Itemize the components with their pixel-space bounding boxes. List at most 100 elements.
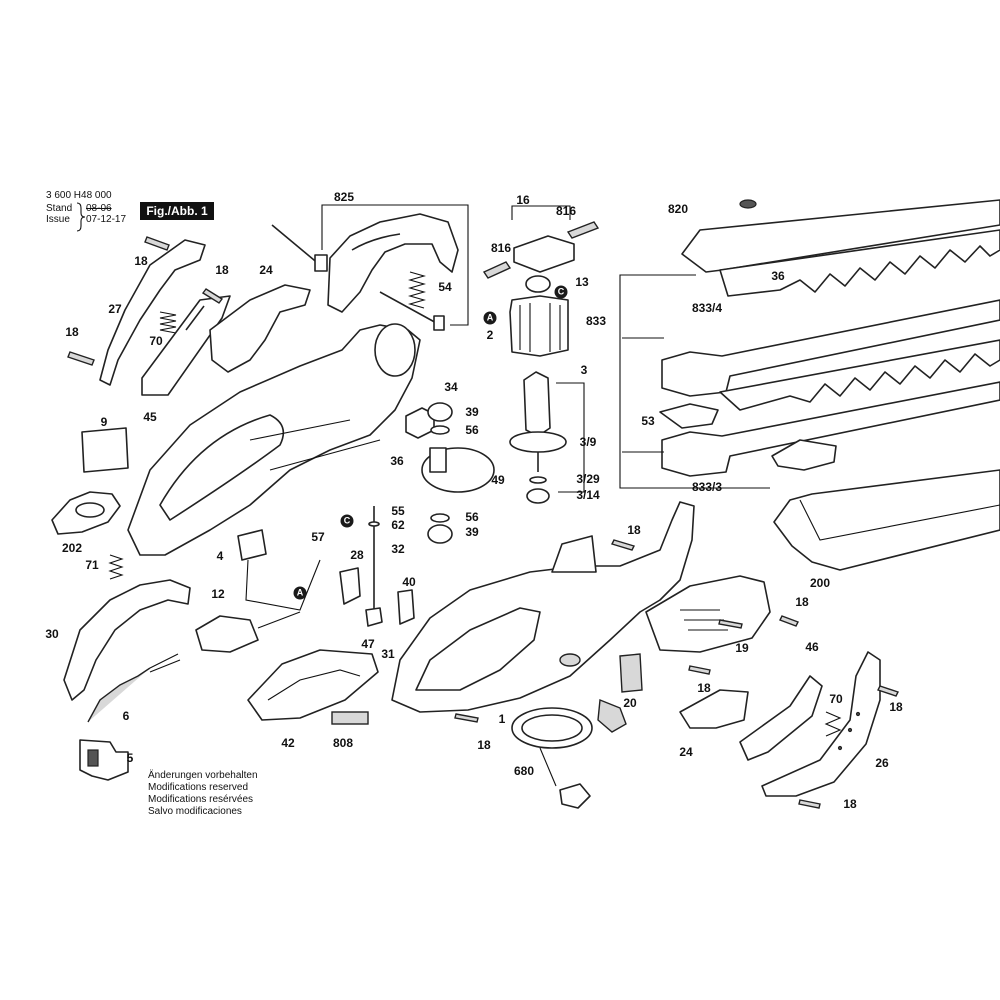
part-45 bbox=[141, 295, 231, 396]
bearing-3-14 bbox=[526, 488, 550, 504]
deflector-24b bbox=[679, 689, 749, 729]
callout-19: 19 bbox=[735, 641, 749, 655]
screw-18e bbox=[779, 615, 799, 627]
screw-18i bbox=[798, 799, 821, 809]
callout-18: 18 bbox=[627, 523, 641, 537]
callout-36: 36 bbox=[390, 454, 404, 468]
callout-833-3: 833/3 bbox=[691, 480, 723, 494]
screw-18b bbox=[201, 288, 224, 304]
note-line: Modifications resérvées bbox=[148, 794, 254, 805]
spring-71 bbox=[108, 554, 124, 580]
reference-marker-c: C bbox=[554, 285, 568, 299]
reference-marker-a: A bbox=[293, 586, 307, 600]
screw-18f bbox=[718, 619, 743, 629]
callout-32: 32 bbox=[391, 542, 405, 556]
blade-guard-rail bbox=[681, 199, 1000, 273]
callout-18: 18 bbox=[889, 700, 903, 714]
callout-3-29: 3/29 bbox=[576, 472, 600, 486]
stand-date: 08-06 bbox=[86, 203, 112, 214]
callout-57: 57 bbox=[311, 530, 325, 544]
reference-marker-a: A bbox=[483, 311, 497, 325]
callout-18: 18 bbox=[65, 325, 79, 339]
upper-handle-shell bbox=[327, 213, 459, 313]
blade-cover-200 bbox=[773, 469, 1000, 571]
callout-816: 816 bbox=[490, 241, 512, 255]
screw-18a bbox=[144, 236, 170, 251]
part-12 bbox=[195, 615, 259, 653]
callout-6: 6 bbox=[122, 709, 130, 723]
callout-2: 2 bbox=[486, 328, 494, 342]
callout-833: 833 bbox=[585, 314, 607, 328]
screw-18d bbox=[611, 539, 635, 551]
guard-26 bbox=[761, 651, 881, 797]
callout-70: 70 bbox=[829, 692, 843, 706]
cap-820 bbox=[739, 199, 757, 209]
issue-label: Issue bbox=[46, 214, 70, 225]
part-53 bbox=[659, 403, 719, 429]
callout-53: 53 bbox=[641, 414, 655, 428]
callout-54: 54 bbox=[438, 280, 452, 294]
sticker-808 bbox=[331, 711, 369, 725]
callout-13: 13 bbox=[575, 275, 589, 289]
wire-57 bbox=[257, 611, 301, 629]
callout-18: 18 bbox=[843, 797, 857, 811]
part-40 bbox=[397, 589, 415, 625]
bearing-39a bbox=[427, 402, 453, 422]
blade-plate-833 bbox=[661, 299, 1000, 397]
callout-4: 4 bbox=[216, 549, 224, 563]
figure-badge: Fig./Abb. 1 bbox=[140, 202, 214, 220]
callout-18: 18 bbox=[134, 254, 148, 268]
document-number: 3 600 H48 000 bbox=[46, 190, 112, 201]
note-line: Modifications reserved bbox=[148, 782, 249, 793]
brush-holder bbox=[513, 235, 575, 273]
bracket-3 bbox=[556, 382, 585, 493]
screw-18j bbox=[454, 713, 479, 723]
callout-62: 62 bbox=[391, 518, 405, 532]
callout-200: 200 bbox=[809, 576, 831, 590]
rod-right bbox=[379, 291, 441, 326]
issue-date: 07-12-17 bbox=[86, 214, 127, 225]
callout-3-9: 3/9 bbox=[579, 435, 597, 449]
commutator-fan bbox=[509, 431, 567, 453]
washer-3-29 bbox=[529, 476, 547, 484]
cable-6 bbox=[87, 667, 151, 723]
callout-18: 18 bbox=[477, 738, 491, 752]
part-28 bbox=[339, 567, 361, 605]
sticker-20 bbox=[619, 653, 643, 693]
callout-46: 46 bbox=[805, 640, 819, 654]
screw-18h bbox=[877, 685, 899, 697]
guide-small bbox=[771, 439, 837, 471]
header-brace bbox=[76, 202, 86, 232]
bracket-825 bbox=[321, 204, 469, 326]
callout-18: 18 bbox=[215, 263, 229, 277]
callout-42: 42 bbox=[281, 736, 295, 750]
cover-42 bbox=[247, 649, 379, 721]
callout-40: 40 bbox=[402, 575, 416, 589]
callout-39: 39 bbox=[465, 525, 479, 539]
callout-20: 20 bbox=[623, 696, 637, 710]
sticker-9 bbox=[81, 427, 129, 473]
callout-24: 24 bbox=[679, 745, 693, 759]
reference-marker-c: C bbox=[340, 514, 354, 528]
callout-820: 820 bbox=[667, 202, 689, 216]
plug-5 bbox=[79, 739, 129, 781]
note-line: Salvo modificaciones bbox=[148, 806, 242, 817]
bearing-13 bbox=[525, 275, 551, 293]
note-line: Änderungen vorbehalten bbox=[148, 770, 258, 781]
part-47 bbox=[365, 607, 383, 627]
callout-27: 27 bbox=[108, 302, 122, 316]
callout-5: 5 bbox=[126, 751, 134, 765]
bearing-39b bbox=[427, 524, 453, 544]
rod-left bbox=[271, 224, 321, 266]
callout-18: 18 bbox=[795, 595, 809, 609]
guard-19 bbox=[645, 575, 771, 653]
part-46 bbox=[739, 675, 823, 761]
cable-sleeve bbox=[597, 699, 627, 733]
modification-notes: Änderungen vorbehalten Modifications res… bbox=[148, 770, 258, 818]
callout-825: 825 bbox=[333, 190, 355, 204]
callout-34: 34 bbox=[444, 380, 458, 394]
bracket-16 bbox=[511, 205, 571, 220]
callout-28: 28 bbox=[350, 548, 364, 562]
